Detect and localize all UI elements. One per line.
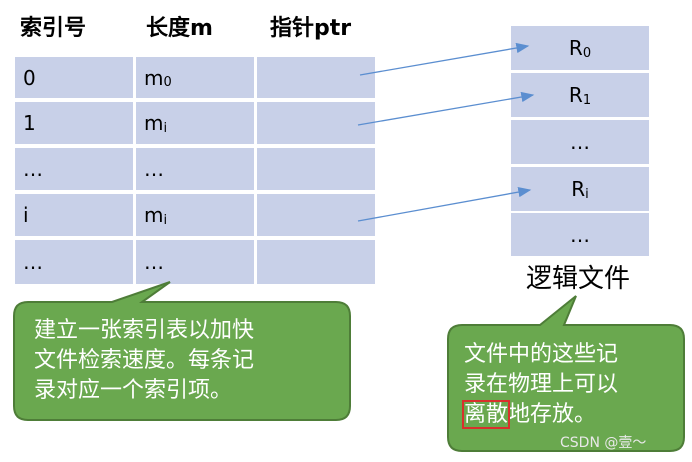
pointer-cell: [257, 102, 375, 144]
pointer-cell: [257, 148, 375, 190]
length-cell: …: [136, 240, 254, 284]
header-index: 索引号: [20, 16, 87, 41]
right-callout-text: 文件中的这些记 录在物理上可以 离散地存放。: [461, 340, 619, 430]
header-pointer: 指针ptr: [270, 16, 352, 41]
pointer-cell: [257, 194, 375, 236]
record-cell: …: [511, 120, 649, 164]
left-callout-bubble: [13, 281, 351, 421]
pointer-arrow: [359, 42, 530, 76]
watermark: CSDN @壹～: [560, 435, 647, 451]
left-callout-line: 建立一张索引表以加快: [34, 318, 255, 343]
left-callout-line: 录对应一个索引项。: [34, 378, 233, 403]
index-cell: …: [15, 148, 133, 190]
pointer-cell: [257, 57, 375, 98]
left-callout-line: 文件检索速度。每条记: [34, 348, 255, 373]
logical-file-caption: 逻辑文件: [526, 264, 631, 294]
index-cell: 0: [15, 57, 133, 98]
record-cell: …: [511, 213, 649, 256]
right-callout-line: 离散地存放。: [461, 400, 597, 429]
pointer-arrow: [357, 186, 532, 222]
right-callout-line: 录在物理上可以: [464, 372, 619, 397]
pointer-arrow: [357, 91, 535, 126]
index-cell: …: [15, 240, 133, 284]
length-cell: …: [136, 148, 254, 190]
highlighted-word: 离散: [461, 400, 511, 429]
right-callout-bubble: [447, 295, 685, 452]
left-callout-text: 建立一张索引表以加快 文件检索速度。每条记 录对应一个索引项。: [34, 316, 254, 406]
index-cell: i: [15, 194, 133, 236]
header-length: 长度m: [146, 16, 213, 41]
right-callout-line: 文件中的这些记: [464, 342, 619, 367]
index-cell: 1: [15, 102, 133, 144]
pointer-cell: [257, 240, 375, 284]
